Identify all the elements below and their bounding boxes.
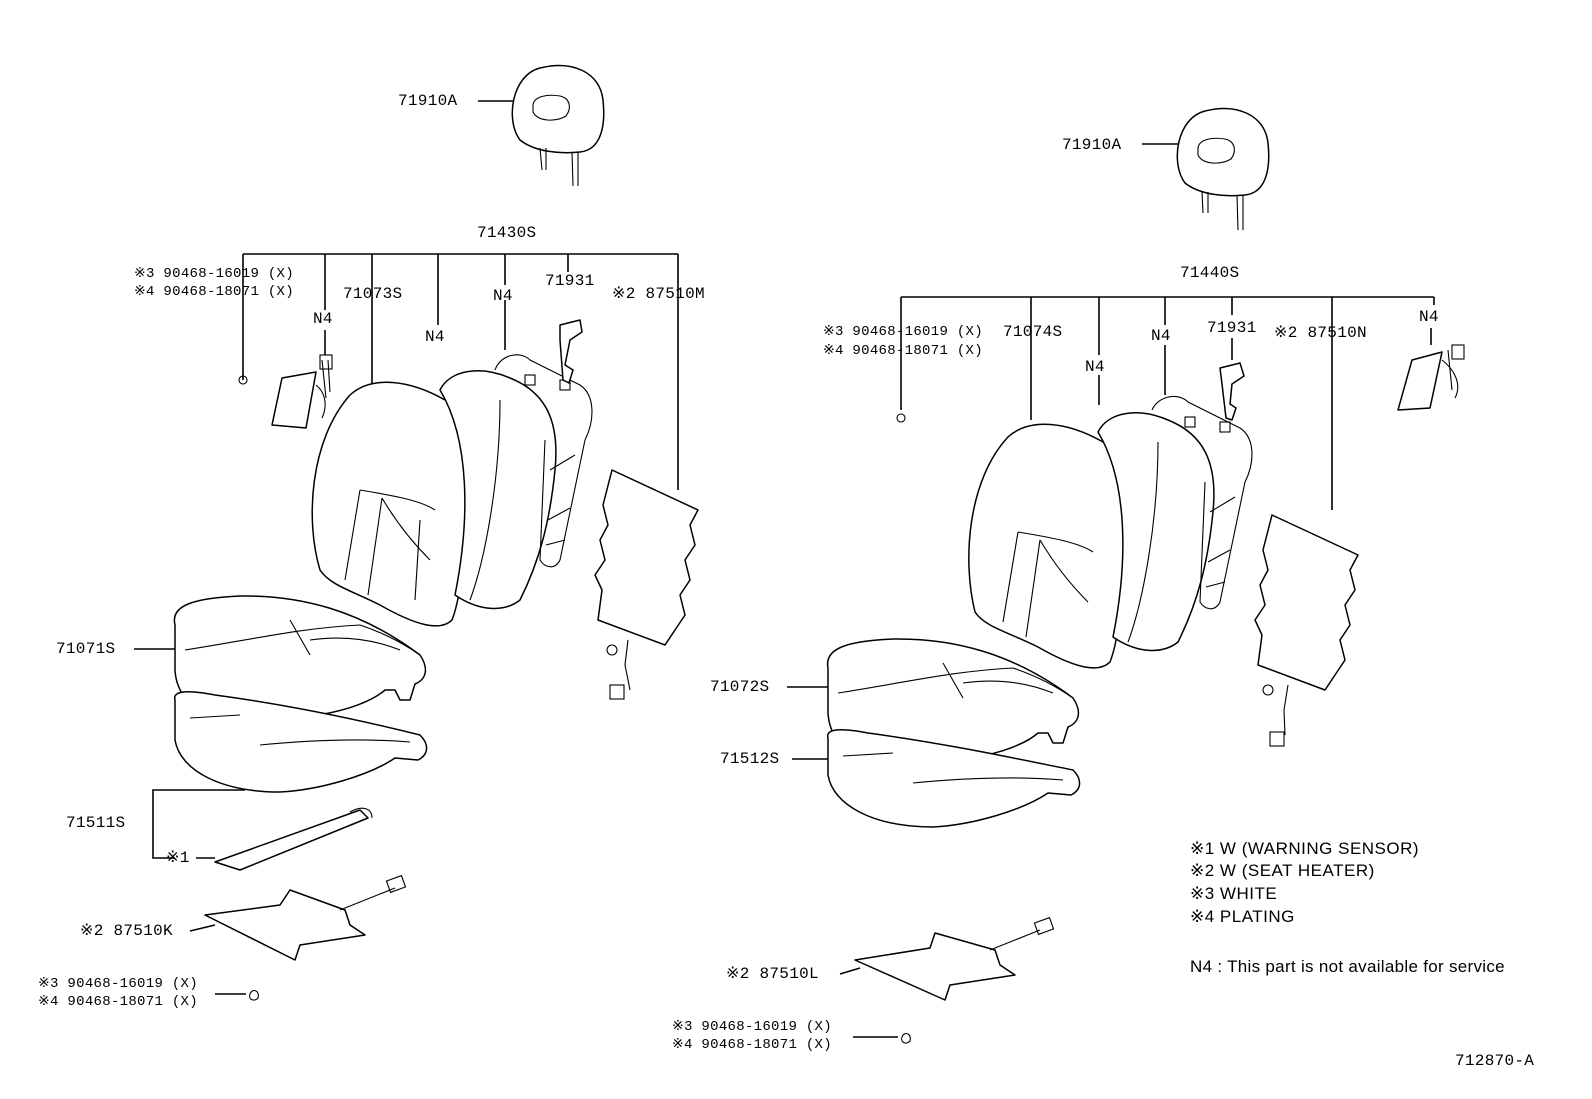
right-n4-pad-label: N4 [1085,358,1105,376]
left-back-heater-label: ※2 87510M [612,285,705,303]
right-seatback-cover [968,423,1135,669]
left-clip-plating-label: ※4 90468-18071 (X) [134,284,294,300]
right-seat-assembly [787,107,1465,1044]
right-n4-frame-label: N4 [1151,327,1171,345]
left-cushion-cover-label: 71071S [56,640,116,658]
right-cushion-heater-label: ※2 87510L [726,965,819,983]
availability-note: N4 : This part is not available for serv… [1190,957,1505,976]
left-cushion-heater-label: ※2 87510K [80,922,173,940]
left-pad-label: 71511S [66,814,126,832]
right-bottom-clip-plating-label: ※4 90468-18071 (X) [672,1037,832,1053]
left-seat-assembly [134,64,699,1001]
left-headrest-label: 71910A [398,92,458,110]
legend-item: ※1 W (WARNING SENSOR) [1190,839,1420,858]
right-cushion-heater [854,916,1055,1001]
right-assembly-label: 71440S [1180,264,1240,282]
left-headrest [511,64,605,187]
right-seatback-pad [1097,412,1215,652]
right-cushion-cover-label: 71072S [710,678,770,696]
left-bottom-clip-white-label: ※3 90468-16019 (X) [38,976,198,992]
left-side-module [271,354,333,429]
legend-item: ※3 WHITE [1190,884,1278,903]
right-headrest-support [1219,362,1245,421]
left-cushion-heater [204,874,407,961]
left-cover-label: 71073S [343,285,403,303]
figure-id: 712870-A [1455,1052,1535,1070]
right-n4-side-label: N4 [1419,308,1439,326]
left-n4-pad-label: N4 [425,328,445,346]
right-headrest-label: 71910A [1062,136,1122,154]
left-back-heater [594,469,699,700]
left-cushion-cover [173,595,427,721]
right-back-heater-label: ※2 87510N [1274,324,1367,342]
left-seatback-frame [494,354,593,568]
left-clip-white-label: ※3 90468-16019 (X) [134,266,294,282]
right-clip-plating-label: ※4 90468-18071 (X) [823,343,983,359]
right-side-module [1397,344,1465,411]
left-n4-frame-label: N4 [493,287,513,305]
left-sensor-label: ※1 [166,849,190,867]
right-cushion-pad [827,728,1081,828]
right-headrest [1176,107,1270,231]
left-n4-side-label: N4 [313,310,333,328]
left-headrest-support [559,319,583,384]
right-pad-label: 71512S [720,750,780,768]
left-seatback-pad [439,370,557,610]
left-assembly-label: 71430S [477,224,537,242]
right-clip-white-label: ※3 90468-16019 (X) [823,324,983,340]
right-bottom-clip-white-label: ※3 90468-16019 (X) [672,1019,832,1035]
right-support-label: 71931 [1207,319,1257,337]
left-seatback-cover [311,381,477,627]
right-back-heater [1254,514,1359,747]
left-cushion-pad [174,690,428,793]
legend-item: ※2 W (SEAT HEATER) [1190,861,1375,880]
right-cover-label: 71074S [1003,323,1063,341]
left-support-label: 71931 [545,272,595,290]
left-bottom-clip-plating-label: ※4 90468-18071 (X) [38,994,198,1010]
legend-item: ※4 PLATING [1190,907,1295,926]
left-warning-sensor [214,807,373,871]
right-seatback-frame [1151,395,1253,610]
